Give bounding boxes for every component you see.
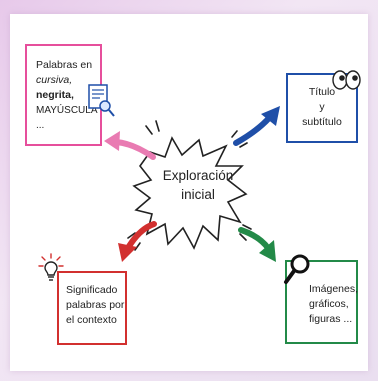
box-title-subtitle: Título y subtítulo xyxy=(286,73,358,143)
br-line-3: figuras ... xyxy=(309,313,353,325)
center-label: Exploración inicial xyxy=(158,166,238,204)
tr-line-2: y xyxy=(319,101,325,113)
tl-line-4: MAYÚSCULA ... xyxy=(36,105,97,131)
blue-arrow xyxy=(233,106,280,146)
center-line-2: inicial xyxy=(181,187,215,202)
red-arrow xyxy=(118,221,157,262)
box-context-meaning: Significado palabras por el contexto xyxy=(57,271,127,345)
center-line-1: Exploración xyxy=(162,168,234,183)
pink-arrow xyxy=(104,131,156,160)
tr-line-1: Título xyxy=(308,86,336,98)
burst-strokes xyxy=(127,120,252,251)
br-line-2: gráficos, xyxy=(309,298,349,310)
box-images-graphics: Imágenes, gráficos, figuras ... xyxy=(285,260,358,344)
green-arrow xyxy=(238,227,276,262)
starburst xyxy=(132,136,248,250)
tr-line-3: subtítulo xyxy=(302,116,342,128)
tl-line-1: Palabras en xyxy=(36,59,93,71)
bl-line-1: Significado xyxy=(66,284,118,296)
br-line-1: Imágenes, xyxy=(309,283,359,295)
tl-line-2: cursiva, xyxy=(36,74,73,86)
bl-line-3: el contexto xyxy=(66,314,117,326)
bl-line-2: palabras por xyxy=(66,299,125,311)
tl-line-3: negrita, xyxy=(36,89,74,101)
